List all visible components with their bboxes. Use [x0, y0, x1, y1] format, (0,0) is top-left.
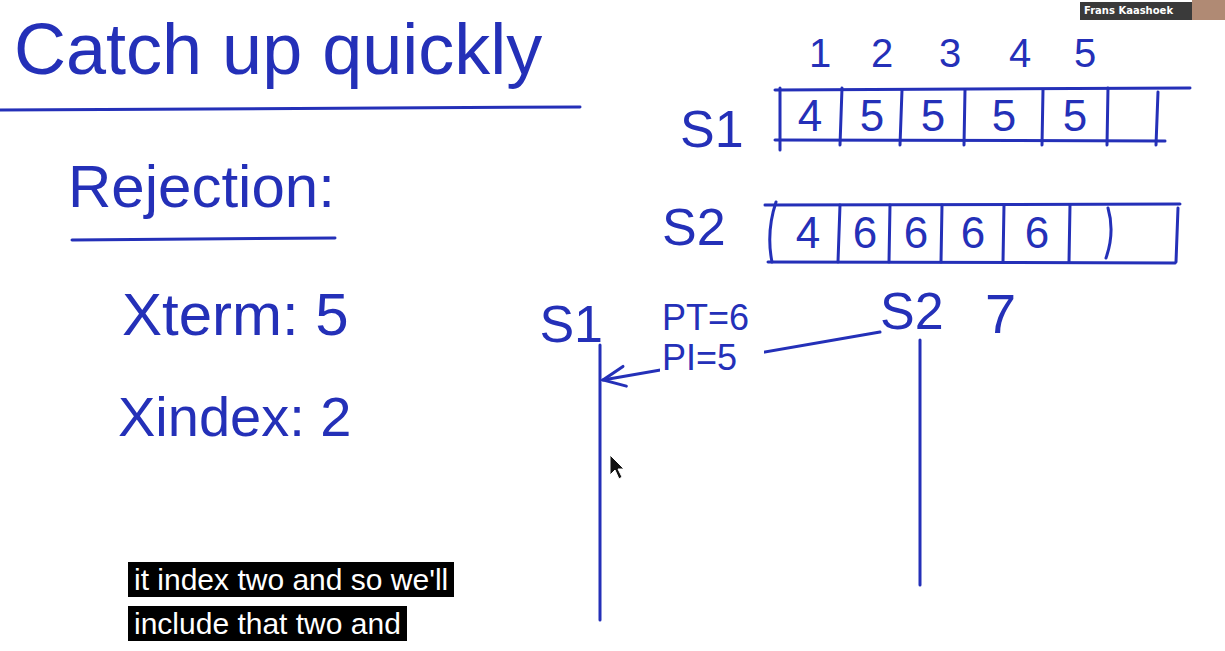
log-entry: 6	[948, 207, 998, 259]
log-border	[765, 204, 1180, 205]
log-entry: 6	[891, 207, 941, 259]
log-divider	[838, 205, 840, 262]
server-label: S1	[680, 100, 744, 160]
log-entry: 6	[840, 207, 890, 259]
log-divider	[770, 202, 776, 262]
index-number: 4	[995, 30, 1045, 76]
timeline-node: S2	[880, 282, 960, 585]
log-divider	[1176, 208, 1178, 262]
log-divider	[941, 205, 942, 262]
log-entry: 4	[785, 90, 835, 142]
rejection-underline	[72, 238, 335, 240]
index-number: 1	[795, 30, 845, 76]
log-entry: 5	[979, 90, 1029, 142]
log-divider	[1069, 205, 1070, 262]
log-divider	[900, 90, 902, 145]
log-entry: 5	[1050, 90, 1100, 142]
log-divider	[779, 88, 782, 150]
log-divider	[964, 90, 965, 145]
log-entry: 5	[847, 90, 897, 142]
speaker-name: Frans Kaashoek	[1084, 4, 1173, 17]
name-tag	[1080, 2, 1192, 20]
index-number: 5	[1060, 30, 1110, 76]
index-number: 2	[857, 30, 907, 76]
log-divider	[889, 205, 890, 262]
log-divider	[1106, 208, 1111, 258]
subtitle-box: it index two and so we'll include that t…	[128, 558, 528, 646]
term-number: 7	[985, 282, 1016, 346]
heading-text: Rejection:	[68, 152, 335, 221]
log-divider	[840, 88, 842, 145]
log-divider	[1003, 205, 1004, 262]
log-entry: 5	[908, 90, 958, 142]
subtitle-text: it index two and so we'll include that t…	[128, 562, 454, 641]
note-text: Xterm: 5	[122, 280, 349, 349]
title-text: Catch up quickly	[14, 8, 542, 91]
server-heading: S2	[880, 282, 960, 342]
title-underline	[0, 107, 580, 110]
log-border	[775, 88, 1190, 90]
log-entry: 4	[783, 207, 833, 259]
log-divider	[1107, 88, 1108, 145]
speaker-thumbnail	[1192, 0, 1225, 20]
timeline	[919, 340, 922, 585]
log-entry: 6	[1012, 207, 1062, 259]
server-label: S2	[662, 198, 726, 258]
mouse-cursor	[610, 455, 624, 479]
index-number: 3	[925, 30, 975, 76]
log-divider	[1156, 92, 1158, 145]
timeline	[599, 345, 602, 620]
log-divider	[1042, 90, 1043, 145]
note-text: Xindex: 2	[118, 385, 352, 449]
timeline-node: S1	[535, 295, 603, 620]
server-heading: S1	[535, 295, 603, 355]
log-border	[768, 262, 1175, 263]
edge-label: PT=6 PI=5	[660, 298, 764, 377]
